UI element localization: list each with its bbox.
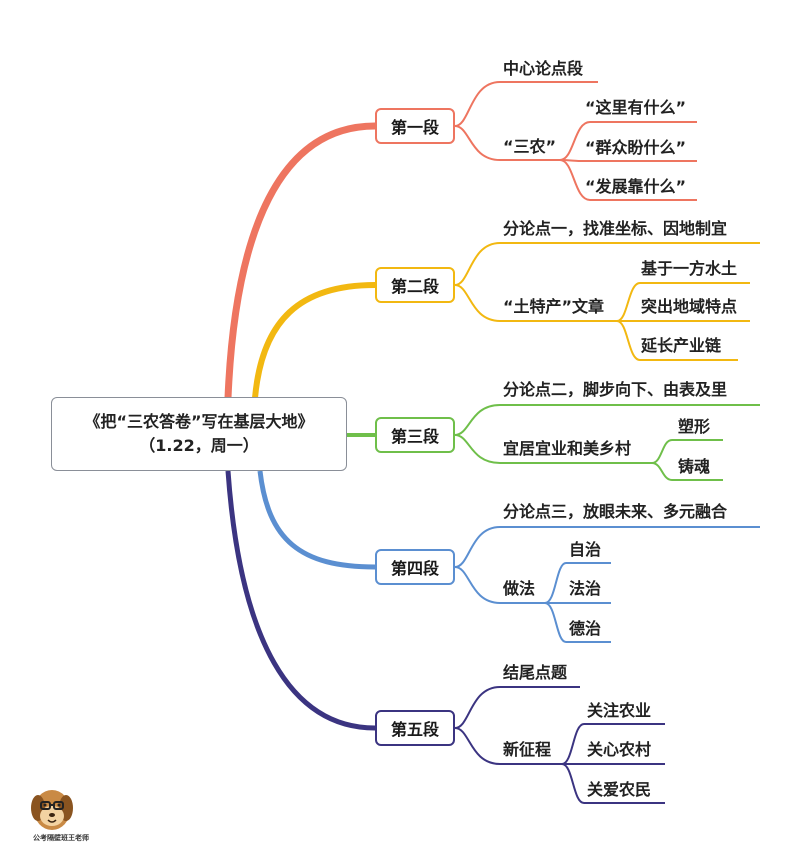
branch-s1 [224,122,376,399]
sub-branches-s5 [454,686,665,804]
s4-item-3: 德治 [569,619,602,638]
s2-main-point: 分论点一，找准坐标、因地制宜 [503,219,728,238]
s3-main-point: 分论点二，脚步向下、由表及里 [503,380,728,399]
s3-group: 宜居宜业和美乡村 [503,439,632,458]
s1-item-3: “发展靠什么” [585,177,687,196]
root-subtitle: （1.22，周一） [139,436,259,455]
s2-item-1: 基于一方水土 [641,259,738,278]
section-node-2: 第二段 [375,267,455,303]
s5-group: 新征程 [503,740,552,759]
section-node-3: 第三段 [375,417,455,453]
s4-main-point: 分论点三，放眼未来、多元融合 [503,502,728,521]
s1-main-point: 中心论点段 [503,59,584,78]
root-title: 《把“三农答卷”写在基层大地》 [84,412,314,431]
s4-group: 做法 [503,579,536,598]
section-node-5: 第五段 [375,710,455,746]
s2-item-2: 突出地域特点 [641,297,738,316]
s5-main-point: 结尾点题 [503,663,568,682]
sub-branches-s2 [454,242,760,361]
branch-s5 [225,470,376,731]
watermark-text: 公考隔壁班王老师 [33,834,89,842]
s1-group: “三农” [503,137,557,156]
root-node: 《把“三农答卷”写在基层大地》 （1.22，周一） [51,397,347,471]
s1-item-1: “这里有什么” [585,98,687,117]
s2-item-3: 延长产业链 [641,336,722,355]
section-node-1: 第一段 [375,108,455,144]
s3-item-2: 铸魂 [678,457,711,476]
section-node-4: 第四段 [375,549,455,585]
s3-item-1: 塑形 [678,417,711,436]
sub-branches-s3 [454,404,760,481]
s5-item-2: 关心农村 [587,740,652,759]
s1-item-2: “群众盼什么” [585,138,687,157]
s4-item-2: 法治 [569,579,602,598]
s5-item-3: 关爱农民 [587,780,652,799]
branch-s4 [257,470,376,570]
dog-mascot-logo-icon [31,790,73,830]
sub-branches-s4 [454,526,760,643]
s2-group: “土特产”文章 [503,297,605,316]
s5-item-1: 关注农业 [587,701,652,720]
branch-s2 [252,282,376,399]
s4-item-1: 自治 [569,540,602,559]
sub-branches-s1 [454,81,697,201]
